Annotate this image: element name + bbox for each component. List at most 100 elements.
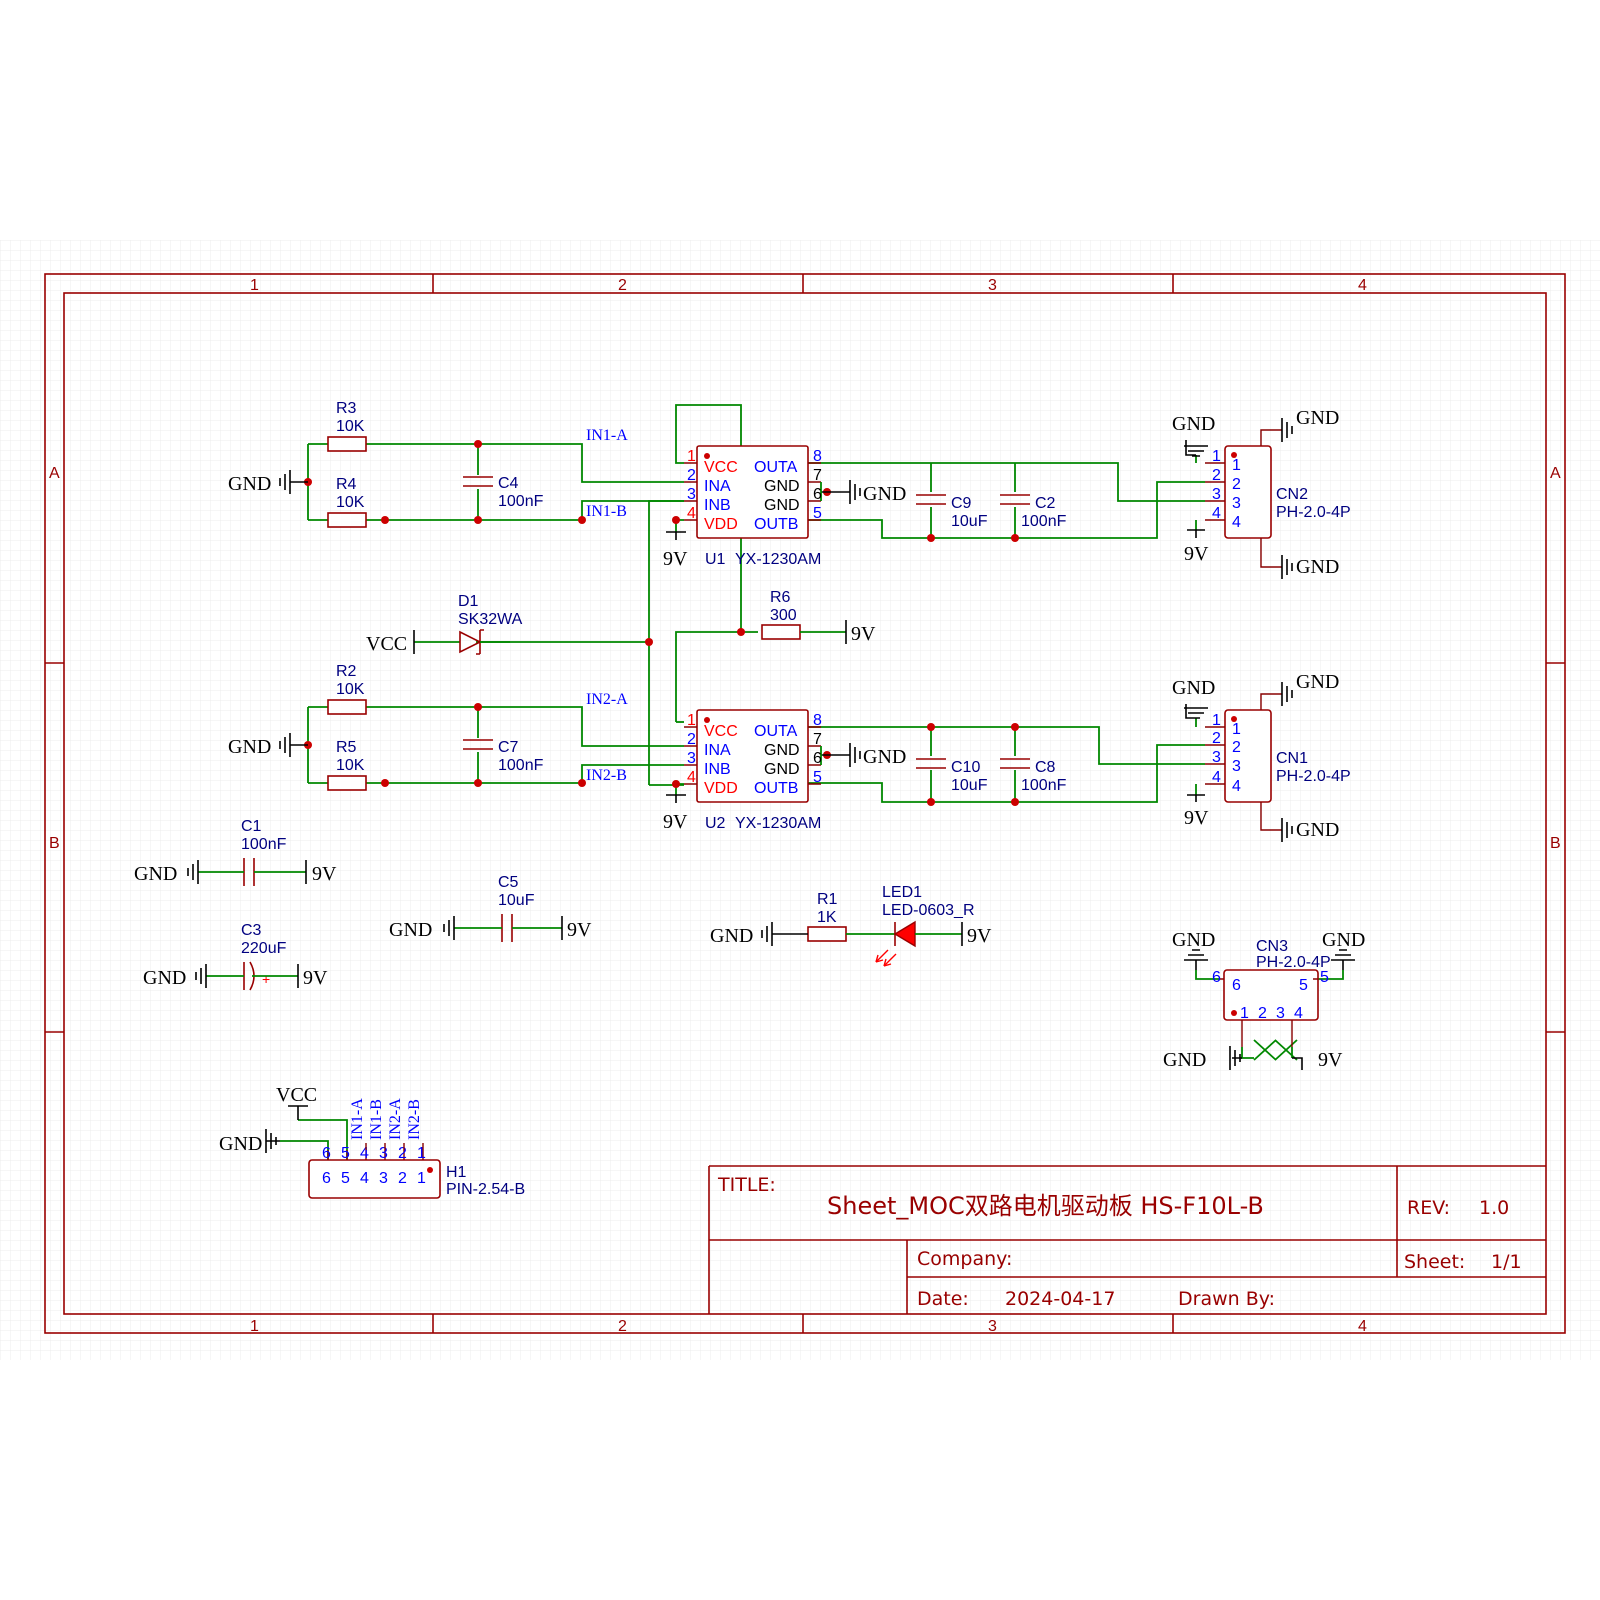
cn2-pin-numbers: 1 2 3 4 1 2 3 4 — [1212, 448, 1241, 531]
u1-value: YX-1230AM — [735, 551, 821, 568]
svg-text:INA: INA — [704, 478, 731, 495]
row-label-b: B — [49, 835, 60, 852]
company-label: Company: — [917, 1248, 1012, 1270]
svg-text:4: 4 — [1294, 1005, 1303, 1022]
c2-ref: C2 — [1035, 495, 1056, 512]
h1-net-in2b: IN2-B — [406, 1099, 423, 1140]
resistor-r1 — [807, 926, 847, 942]
sheet-value: 1/1 — [1491, 1251, 1522, 1273]
col-label-4-bottom: 4 — [1358, 1318, 1367, 1335]
svg-text:+: + — [262, 971, 270, 987]
cn3-ref: CN3 — [1256, 938, 1288, 955]
svg-text:1: 1 — [417, 1170, 426, 1187]
r4-ref: R4 — [336, 476, 357, 493]
svg-text:6: 6 — [1232, 977, 1241, 994]
svg-text:OUTA: OUTA — [754, 723, 798, 740]
col-label-1: 1 — [250, 277, 259, 294]
svg-text:4: 4 — [360, 1145, 369, 1162]
svg-text:4: 4 — [687, 505, 696, 522]
col-label-1-bottom: 1 — [250, 1318, 259, 1335]
svg-text:4: 4 — [1212, 505, 1221, 522]
u2-pin-names: VCC INA INB VDD OUTA GND GND OUTB — [704, 723, 800, 797]
c1-ref: C1 — [241, 818, 262, 835]
r1-ref: R1 — [817, 891, 838, 908]
c5-value: 10uF — [498, 892, 535, 909]
sheet-frame: 1 2 3 4 1 2 3 4 A B A B — [44, 273, 1566, 1335]
svg-text:2: 2 — [687, 731, 696, 748]
h1-value: PIN-2.54-B — [446, 1181, 525, 1198]
svg-text:GND: GND — [764, 478, 800, 495]
led-led1 — [846, 920, 962, 967]
gnd-label-r3r4: GND — [228, 473, 271, 495]
gnd-label-cn2-bottom: GND — [1296, 556, 1339, 578]
d1-value: SK32WA — [458, 611, 523, 628]
gnd-label-cn2-left: GND — [1172, 413, 1215, 435]
svg-text:5: 5 — [1320, 969, 1329, 986]
svg-text:4: 4 — [1212, 769, 1221, 786]
svg-text:8: 8 — [813, 712, 822, 729]
capacitors: + — [198, 476, 1030, 991]
r5-ref: R5 — [336, 739, 357, 756]
c9-ref: C9 — [951, 495, 972, 512]
svg-text:3: 3 — [687, 486, 696, 503]
svg-text:INB: INB — [704, 761, 731, 778]
cn1-ref: CN1 — [1276, 750, 1308, 767]
h1-net-in1a: IN1-A — [349, 1098, 366, 1140]
h1-ref: H1 — [446, 1164, 467, 1181]
u2-ref: U2 — [705, 815, 726, 832]
in1a-label: IN1-A — [586, 427, 628, 444]
svg-text:3: 3 — [1212, 749, 1221, 766]
vcc-label-h1: VCC — [276, 1084, 317, 1106]
svg-text:6: 6 — [1212, 969, 1221, 986]
svg-text:OUTA: OUTA — [754, 459, 798, 476]
gnd-label-cn3-bottom: GND — [1163, 1049, 1206, 1071]
svg-text:OUTB: OUTB — [754, 780, 798, 797]
gnd-label-u2: GND — [863, 746, 906, 768]
gnd-label-cn1-left: GND — [1172, 677, 1215, 699]
capacitor-c9 — [916, 494, 946, 505]
svg-text:3: 3 — [687, 750, 696, 767]
vcc-label-d1: VCC — [366, 633, 407, 655]
svg-text:1: 1 — [1212, 448, 1221, 465]
svg-text:4: 4 — [687, 769, 696, 786]
svg-text:2: 2 — [398, 1170, 407, 1187]
v9-label-cn3: 9V — [1318, 1049, 1343, 1071]
resistor-r4 — [327, 512, 367, 528]
v9-label-c3: 9V — [303, 967, 328, 989]
in2b-label: IN2-B — [586, 767, 627, 784]
c10-ref: C10 — [951, 759, 980, 776]
gnd-label-r2r5: GND — [228, 736, 271, 758]
r3-ref: R3 — [336, 400, 357, 417]
svg-text:5: 5 — [341, 1145, 350, 1162]
in1b-label: IN1-B — [586, 503, 627, 520]
in2a-label: IN2-A — [586, 691, 628, 708]
gnd-label-c3: GND — [143, 967, 186, 989]
gnd-symbols — [187, 470, 963, 988]
svg-text:OUTB: OUTB — [754, 516, 798, 533]
svg-text:5: 5 — [341, 1170, 350, 1187]
svg-text:VCC: VCC — [704, 459, 738, 476]
svg-text:7: 7 — [813, 731, 822, 748]
svg-text:5: 5 — [1299, 977, 1308, 994]
u1-ref: U1 — [705, 551, 726, 568]
c3-value: 220uF — [241, 940, 287, 957]
r5-value: 10K — [336, 757, 365, 774]
connector-cn3 — [1184, 949, 1355, 1070]
gnd-label-cn1-bottom: GND — [1296, 819, 1339, 841]
svg-text:1: 1 — [1240, 1005, 1249, 1022]
gnd-label-u1: GND — [863, 483, 906, 505]
col-label-4: 4 — [1358, 277, 1367, 294]
resistors — [327, 436, 847, 942]
svg-text:VCC: VCC — [704, 723, 738, 740]
v9-label-c1: 9V — [312, 863, 337, 885]
c2-value: 100nF — [1021, 513, 1067, 530]
v9-label-led1: 9V — [967, 925, 992, 947]
u1-pin-numbers: 1 2 3 4 8 7 6 5 — [687, 448, 822, 522]
svg-text:6: 6 — [322, 1145, 331, 1162]
rev-label: REV: — [1407, 1197, 1450, 1219]
resistor-r2 — [327, 699, 367, 715]
col-label-2-bottom: 2 — [618, 1318, 627, 1335]
svg-text:2: 2 — [1212, 730, 1221, 747]
svg-text:6: 6 — [813, 486, 822, 503]
row-label-a-right: A — [1550, 465, 1561, 482]
